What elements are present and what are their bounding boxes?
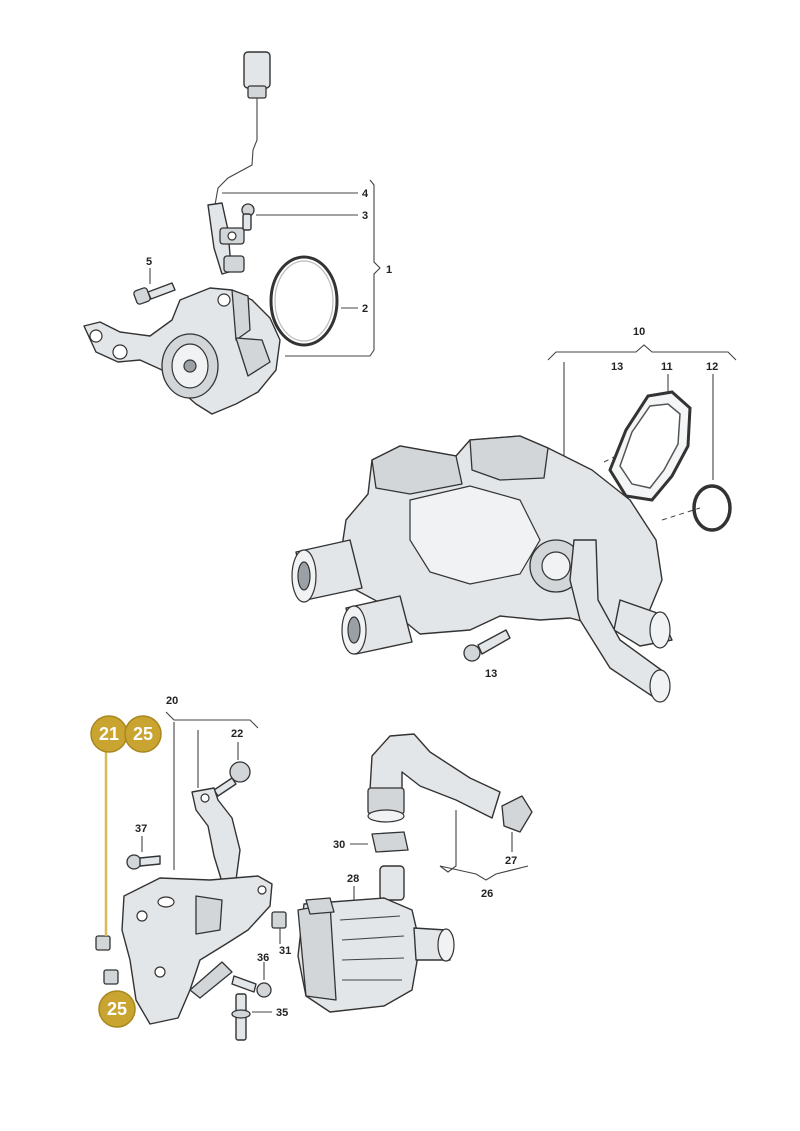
callout-10: 10	[633, 326, 645, 338]
electric-pump-28	[297, 865, 455, 1013]
bolt-36	[231, 975, 272, 998]
o-ring-2	[269, 255, 339, 347]
sensor-connector	[207, 51, 271, 275]
pump-assembly-1: 4 3 2 1 5	[83, 51, 392, 415]
callout-11: 11	[661, 361, 673, 373]
callout-27: 27	[505, 855, 517, 867]
bolt-5	[133, 282, 176, 305]
clip-nut-25-b	[103, 969, 119, 985]
clip-nut-31	[271, 911, 287, 929]
bracket-assembly: 20 22 37	[90, 695, 291, 1041]
callout-13-bottom: 13	[485, 668, 497, 680]
gasket-11	[608, 390, 692, 502]
callout-4: 4	[362, 188, 369, 200]
bolt-3	[241, 203, 255, 231]
callout-36: 36	[257, 952, 269, 964]
clamp-strap	[191, 787, 241, 883]
clip-nut-25-a	[95, 935, 111, 951]
main-bracket	[121, 875, 273, 1025]
hose-and-electric-pump: 27 26 30 28	[297, 733, 533, 1013]
o-ring-12	[692, 484, 732, 532]
callout-1: 1	[386, 264, 392, 276]
svg-text:25: 25	[107, 999, 127, 1019]
bolt-13	[463, 629, 511, 662]
badge-25-bottom[interactable]: 25	[98, 990, 136, 1028]
hose-clamp-30	[371, 831, 409, 853]
callout-2: 2	[362, 303, 368, 315]
callout-22: 22	[231, 728, 243, 740]
callout-3: 3	[362, 210, 368, 222]
pump-body	[83, 287, 281, 415]
svg-text:25: 25	[133, 724, 153, 744]
bolt-22	[213, 761, 251, 797]
callout-37: 37	[135, 823, 147, 835]
badge-25-top[interactable]: 25	[124, 715, 162, 753]
callout-20: 20	[166, 695, 178, 707]
callout-26: 26	[481, 888, 493, 900]
callout-5: 5	[146, 256, 152, 268]
callout-30: 30	[333, 839, 345, 851]
callout-28: 28	[347, 873, 359, 885]
callout-13-top: 13	[611, 361, 623, 373]
bolt-37	[126, 854, 161, 870]
housing-body	[291, 435, 673, 703]
svg-text:21: 21	[99, 724, 119, 744]
stud-35	[231, 993, 251, 1041]
callout-31: 31	[279, 945, 291, 957]
callout-12: 12	[706, 361, 718, 373]
hose-clamp-27	[501, 795, 533, 833]
coolant-hose	[367, 733, 501, 823]
coolant-housing-assembly: 10 11 12 13	[291, 326, 737, 703]
callout-35: 35	[276, 1007, 288, 1019]
badge-21[interactable]: 21	[90, 715, 128, 753]
